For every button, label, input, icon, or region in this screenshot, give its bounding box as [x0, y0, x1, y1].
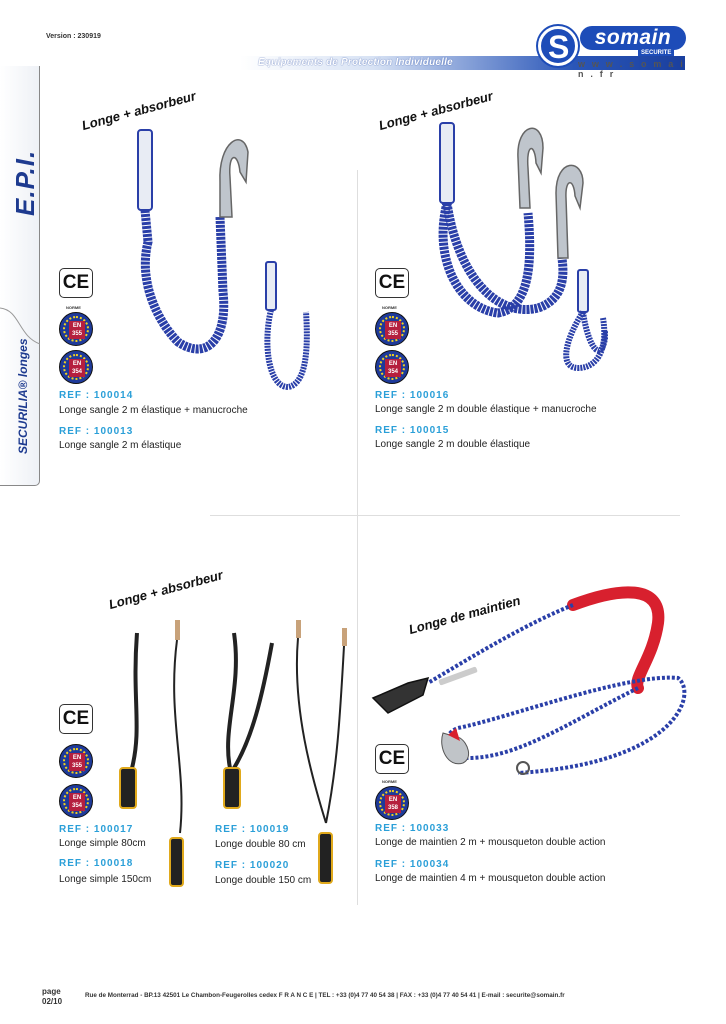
page-number: page 02/10 — [42, 987, 62, 1007]
desc-100016: Longe sangle 2 m double élastique + manu… — [375, 404, 597, 415]
desc-100019: Longe double 80 cm — [215, 839, 306, 850]
product-image-positioning-lanyard — [371, 586, 687, 775]
page-label: page — [42, 987, 61, 996]
logo-url: w w w . s o m a i n . f r — [578, 59, 685, 79]
sidebar: E.P.I. SECURILIA® longes — [0, 66, 40, 486]
logo-wordmark: somain — [580, 26, 686, 50]
sidebar-subtitle: SECURILIA® longes — [16, 338, 30, 454]
ref-100013: REF : 100013 — [59, 426, 134, 437]
desc-100017: Longe simple 80cm — [59, 838, 146, 849]
product-image-short-lanyards — [119, 620, 347, 887]
desc-100034: Longe de maintien 4 m + mousqueton doubl… — [375, 873, 606, 884]
product-image-lanyard-double — [438, 122, 608, 372]
ref-100020: REF : 100020 — [215, 860, 290, 871]
ce-mark: CE — [59, 704, 93, 734]
product-image-lanyard-single — [137, 129, 310, 391]
divider-horizontal — [210, 515, 680, 516]
ref-100014: REF : 100014 — [59, 390, 134, 401]
ce-mark: CE — [375, 268, 409, 298]
norme-label: NORME — [382, 779, 397, 784]
page-count: 02/10 — [42, 997, 63, 1006]
ref-100034: REF : 100034 — [375, 859, 450, 870]
sidebar-title: E.P.I. — [10, 149, 40, 216]
ref-100015: REF : 100015 — [375, 425, 450, 436]
divider-vertical — [357, 170, 358, 905]
logo-s-icon: S — [538, 26, 578, 66]
header-band: Equipements de Protection Individuelle — [240, 56, 685, 70]
ref-100016: REF : 100016 — [375, 390, 450, 401]
sidebar-curve-decoration — [0, 307, 40, 345]
desc-100013: Longe sangle 2 m élastique — [59, 440, 182, 451]
desc-100020: Longe double 150 cm — [215, 875, 312, 886]
version-label: Version : 230919 — [46, 33, 101, 40]
footer-address: Rue de Monterrad - BP.13 42501 Le Chambo… — [85, 992, 565, 999]
desc-100015: Longe sangle 2 m double élastique — [375, 439, 531, 450]
ce-mark: CE — [59, 268, 93, 298]
ref-100018: REF : 100018 — [59, 858, 134, 869]
somain-logo: S somain SECURITE w w w . s o m a i n . … — [538, 24, 688, 79]
ref-100017: REF : 100017 — [59, 824, 134, 835]
ref-100019: REF : 100019 — [215, 824, 290, 835]
ref-100033: REF : 100033 — [375, 823, 450, 834]
norme-label: NORME — [66, 305, 81, 310]
ce-mark: CE — [375, 744, 409, 774]
header-band-title: Equipements de Protection Individuelle — [258, 57, 453, 68]
desc-100014: Longe sangle 2 m élastique + manucroche — [59, 405, 248, 416]
desc-100018: Longe simple 150cm — [59, 874, 152, 885]
norme-label: NORME — [382, 305, 397, 310]
desc-100033: Longe de maintien 2 m + mousqueton doubl… — [375, 837, 606, 848]
logo-subtitle: SECURITE — [638, 50, 675, 56]
section-3-title: Longe + absorbeur — [107, 567, 225, 612]
